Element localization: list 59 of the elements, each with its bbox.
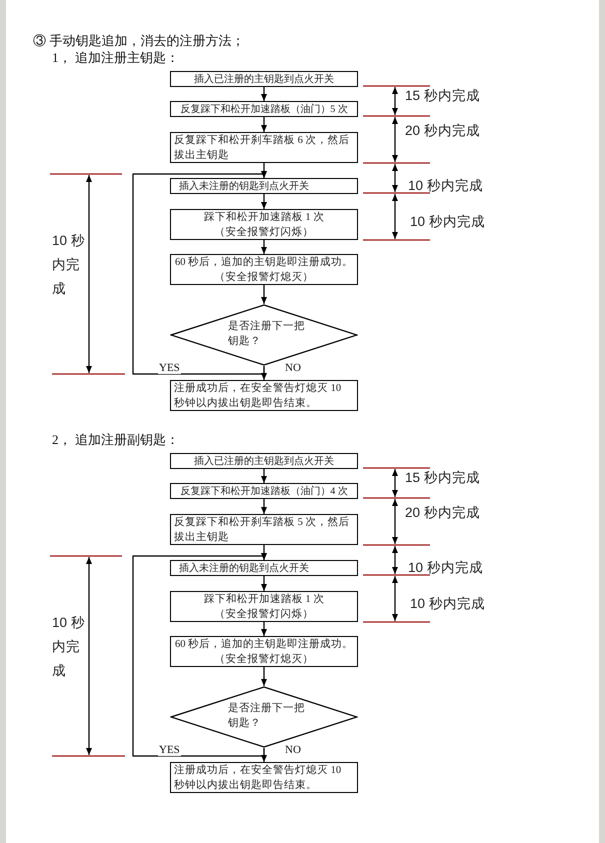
edge-label: YES	[158, 362, 181, 374]
arrow	[261, 576, 267, 591]
step-text: （安全报警灯闪烁）	[214, 225, 314, 240]
process-box	[170, 178, 358, 194]
step-text: 插入已注册的主钥匙到点火开关	[193, 454, 335, 468]
step-text: （安全报警灯闪烁）	[214, 607, 314, 622]
duration-label: 10 秒内完成	[410, 595, 485, 613]
dimension-label: 10 秒内完成	[52, 232, 86, 298]
step-text: 插入已注册的主钥匙到点火开关	[193, 72, 335, 86]
arrow	[132, 553, 267, 757]
process-box	[170, 209, 358, 240]
step-text: 注册成功后，在安全警告灯熄灭 10 秒钟以内拔出钥匙即告结束。	[174, 763, 342, 792]
arrow	[261, 499, 267, 514]
edge-label: NO	[284, 362, 302, 374]
step-text: 踩下和松开加速踏板 1 次	[202, 210, 326, 224]
title: ③ 手动钥匙追加，消去的注册方法；	[33, 32, 244, 50]
duration-label: 10 秒内完成	[408, 559, 483, 577]
arrow	[261, 194, 267, 209]
arrow	[261, 117, 267, 132]
arrow	[261, 667, 267, 686]
arrow	[261, 87, 267, 101]
question-text: 是否注册下一把钥匙？	[228, 319, 306, 349]
process-box	[170, 636, 358, 667]
process-box	[170, 453, 358, 469]
duration-label: 10 秒内完成	[410, 213, 485, 231]
process-box	[170, 560, 358, 576]
question-text: 是否注册下一把钥匙？	[228, 701, 306, 731]
step-text: 插入未注册的钥匙到点火开关	[179, 562, 310, 576]
arrow	[261, 285, 267, 304]
step-text: 反复踩下和松开刹车踏板 6 次，然后拔出主钥匙	[174, 133, 350, 162]
process-box	[170, 591, 358, 622]
process-box	[170, 483, 358, 499]
duration-label: 20 秒内完成	[405, 504, 480, 522]
section-heading: 1， 追加注册主钥匙：	[52, 49, 179, 67]
step-text: （安全报警灯熄灭）	[214, 652, 314, 666]
arrow	[261, 622, 267, 636]
duration-label: 15 秒内完成	[405, 87, 480, 105]
step-text: 60 秒后，追加的主钥匙即注册成功。	[174, 637, 354, 652]
section-heading: 2， 追加注册副钥匙：	[52, 431, 179, 449]
edge-label: NO	[284, 744, 302, 756]
step-text: 踩下和松开加速踏板 1 次	[202, 592, 326, 606]
process-box	[170, 101, 358, 117]
arrow	[261, 240, 267, 254]
step-text: （安全报警灯熄灭）	[214, 270, 314, 284]
step-text: 反复踩下和松开刹车踏板 5 次，然后拔出主钥匙	[174, 515, 350, 544]
process-box	[170, 254, 358, 285]
duration-label: 20 秒内完成	[405, 122, 480, 140]
step-text: 注册成功后，在安全警告灯熄灭 10 秒钟以内拔出钥匙即告结束。	[174, 381, 342, 410]
edge-label: YES	[158, 744, 181, 756]
process-box	[170, 71, 358, 87]
arrow	[261, 469, 267, 483]
arrow	[132, 171, 267, 375]
step-text: 反复踩下和松开加速踏板（油门）4 次	[179, 484, 349, 498]
duration-label: 10 秒内完成	[408, 177, 483, 195]
duration-label: 15 秒内完成	[405, 469, 480, 487]
step-text: 60 秒后，追加的主钥匙即注册成功。	[174, 255, 354, 270]
dimension-label: 10 秒内完成	[52, 614, 86, 680]
step-text: 插入未注册的钥匙到点火开关	[179, 180, 310, 194]
step-text: 反复踩下和松开加速踏板（油门）5 次	[179, 102, 349, 116]
